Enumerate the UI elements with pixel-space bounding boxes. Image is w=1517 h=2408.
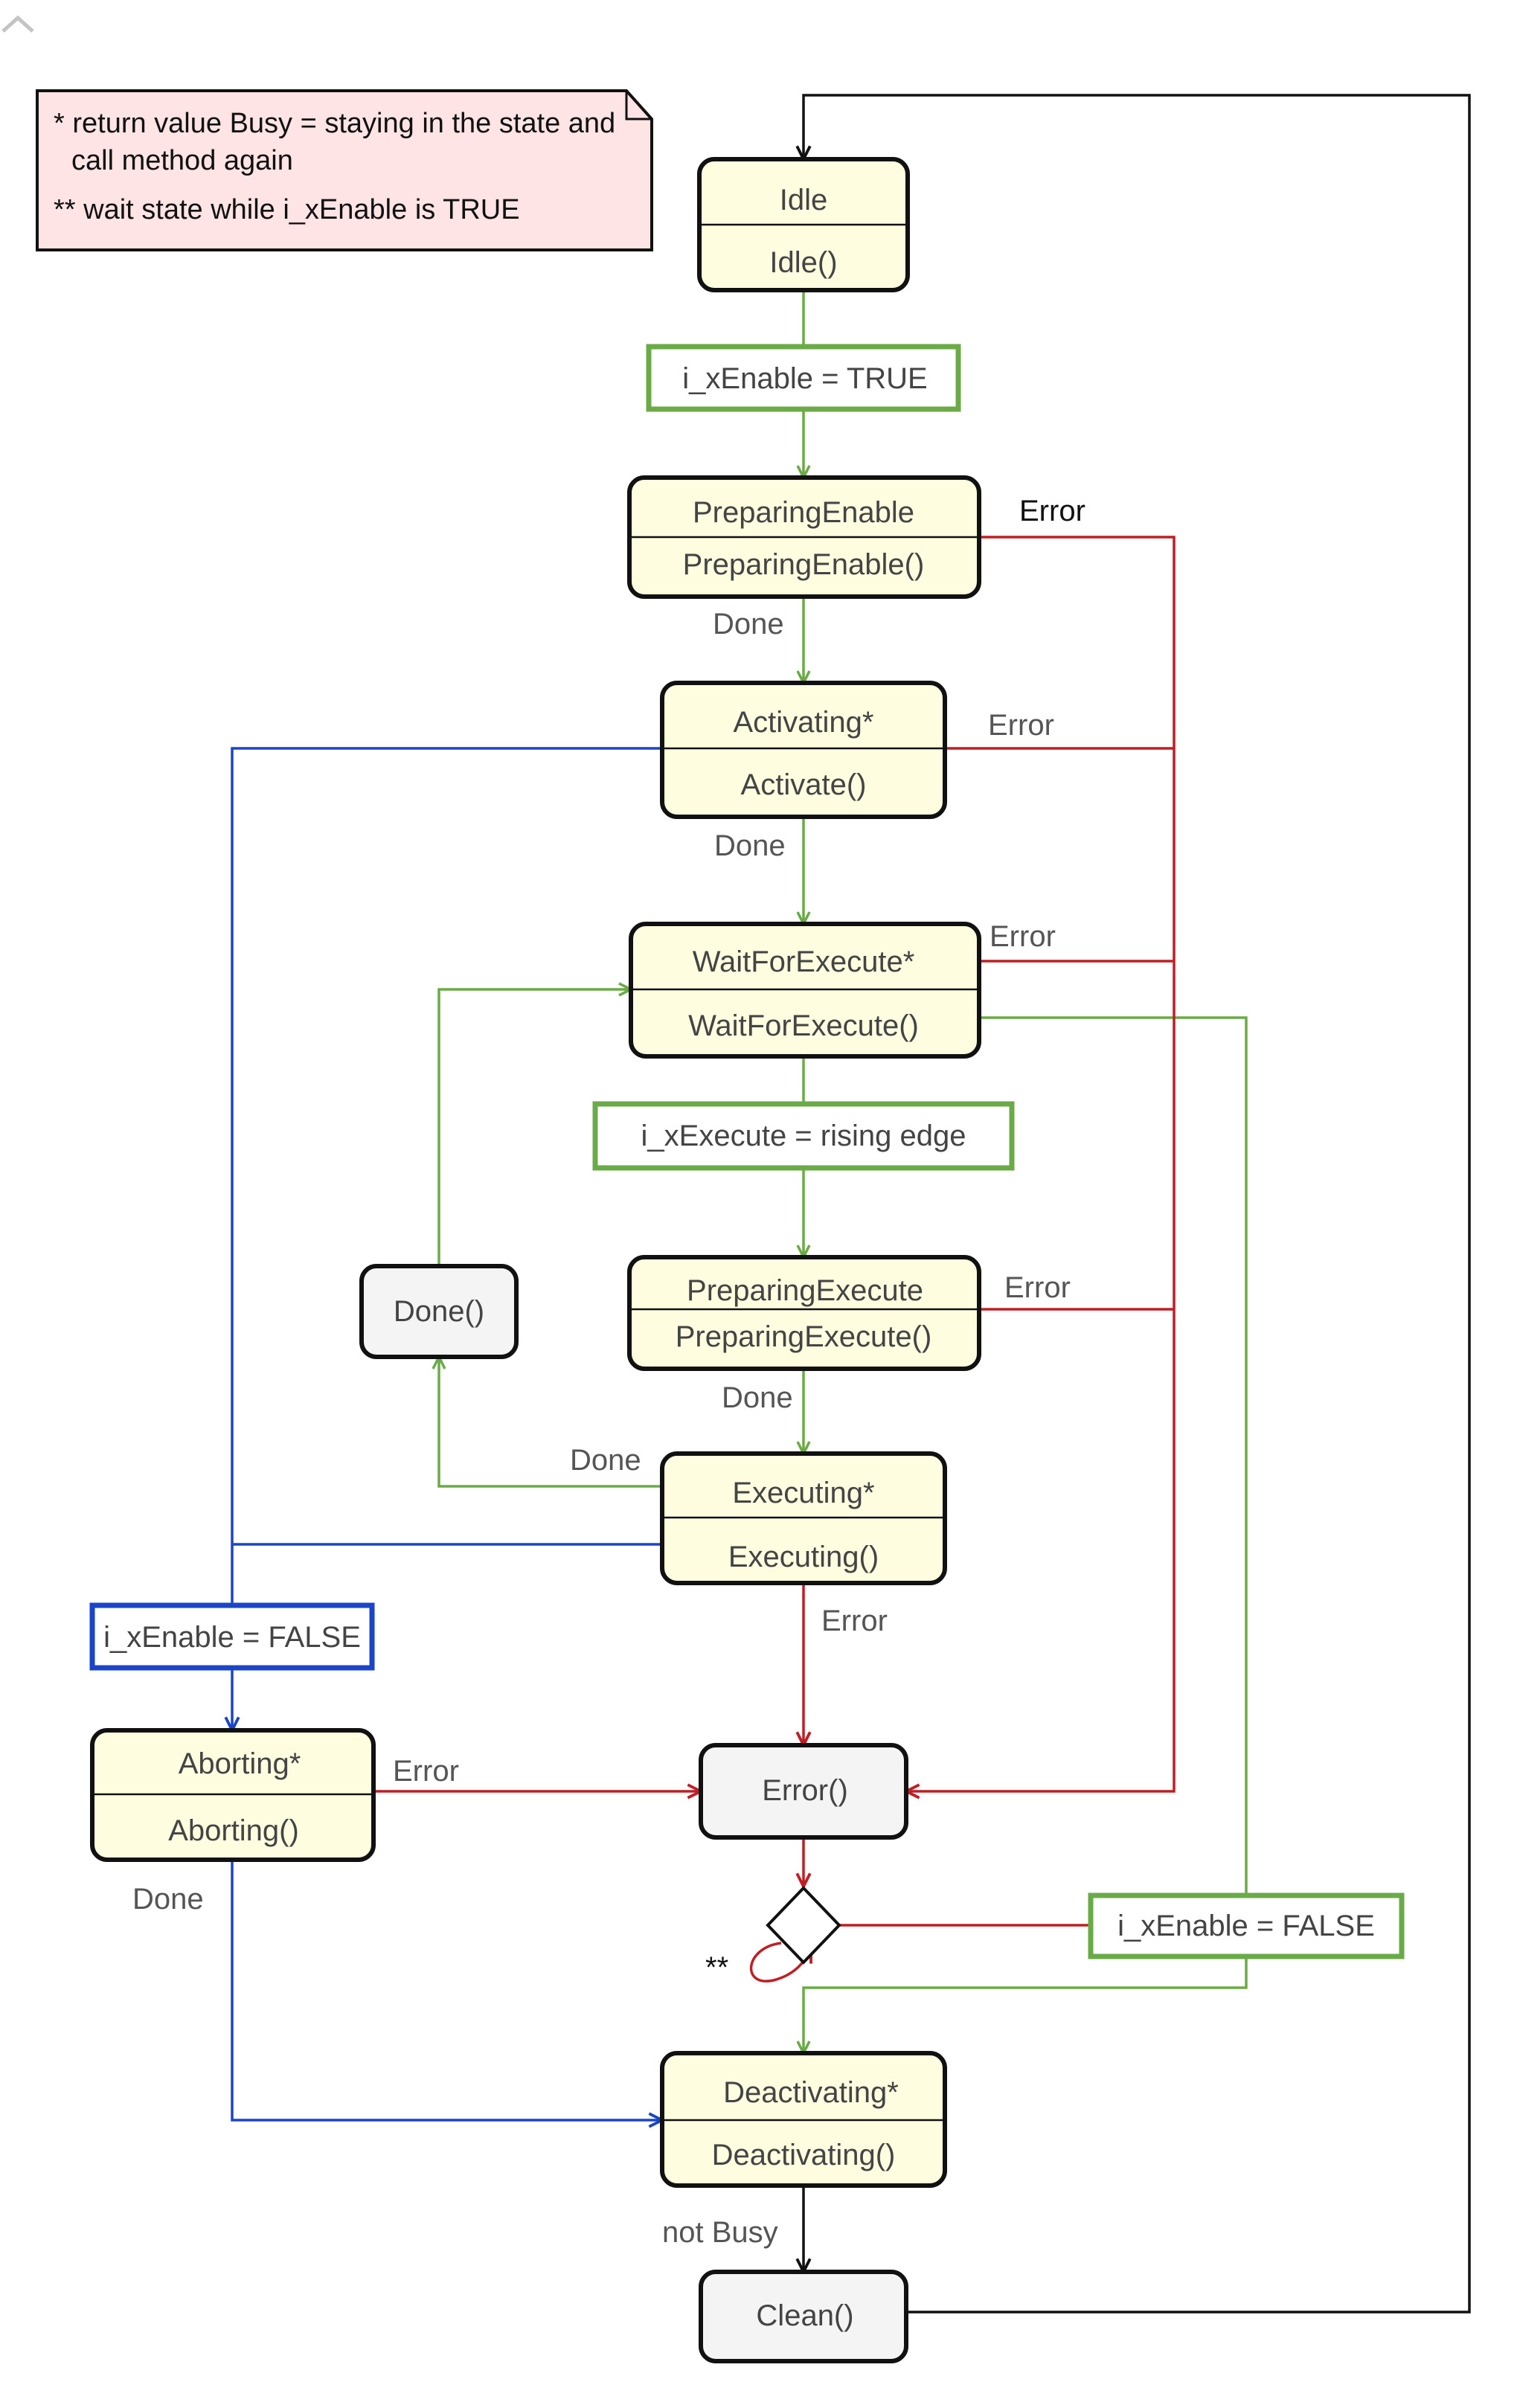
state-aborting-method: Aborting()	[168, 1814, 299, 1847]
legend-note: * return value Busy = staying in the sta…	[36, 89, 653, 251]
condition-enable-false-right: i_xEnable = FALSE	[1088, 1892, 1405, 1959]
state-clean-label: Clean()	[756, 2299, 853, 2332]
state-preparing-execute-method: PreparingExecute()	[676, 1320, 932, 1353]
decision-node	[766, 1886, 841, 1965]
chevron-up-icon[interactable]	[1, 15, 34, 33]
condition-execute-rising-label: i_xExecute = rising edge	[641, 1120, 966, 1152]
state-aborting-title: Aborting*	[179, 1747, 301, 1780]
state-activating-title: Activating*	[734, 706, 874, 739]
state-idle-method: Idle()	[769, 246, 837, 279]
label-done-activating: Done	[714, 829, 786, 862]
condition-enable-false-right-label: i_xEnable = FALSE	[1117, 1910, 1375, 1942]
condition-enable-true: i_xEnable = TRUE	[646, 344, 961, 412]
state-error[interactable]: Error()	[699, 1743, 908, 1840]
state-idle[interactable]: Idle Idle()	[697, 157, 910, 292]
state-preparing-enable-title: PreparingEnable	[693, 496, 914, 529]
state-preparing-execute-title: PreparingExecute	[687, 1274, 923, 1307]
label-not-busy: not Busy	[662, 2216, 778, 2249]
state-error-label: Error()	[762, 1774, 848, 1807]
edge-error-bus	[906, 536, 1176, 1791]
edge-activating-abort	[231, 747, 662, 1605]
label-error-preparing-execute: Error	[1004, 1271, 1071, 1304]
state-activating[interactable]: Activating* Activate()	[660, 681, 947, 819]
state-aborting[interactable]: Aborting* Aborting()	[90, 1728, 376, 1862]
condition-execute-rising: i_xExecute = rising edge	[592, 1101, 1015, 1171]
label-error-activating: Error	[988, 709, 1054, 742]
note-line-3: ** wait state while i_xEnable is TRUE	[54, 194, 520, 225]
state-done-label: Done()	[394, 1295, 484, 1328]
state-wait-for-execute-method: WaitForExecute()	[688, 1009, 919, 1042]
edge-wait-to-enable-false	[979, 1016, 1248, 1895]
state-executing-title: Executing*	[732, 1477, 874, 1509]
note-line-1: * return value Busy = staying in the sta…	[54, 108, 615, 139]
state-done[interactable]: Done()	[359, 1264, 519, 1359]
state-clean[interactable]: Clean()	[699, 2270, 908, 2363]
condition-enable-true-label: i_xEnable = TRUE	[682, 362, 927, 395]
edge-clean-to-idle	[804, 94, 1471, 2314]
state-preparing-enable-method: PreparingEnable()	[683, 548, 925, 581]
state-executing-method: Executing()	[728, 1541, 879, 1573]
state-wait-for-execute-title: WaitForExecute*	[693, 945, 915, 978]
state-preparing-execute[interactable]: PreparingExecute PreparingExecute()	[627, 1255, 981, 1371]
state-deactivating-title: Deactivating*	[723, 2076, 899, 2109]
state-deactivating-method: Deactivating()	[712, 2139, 896, 2171]
label-done-executing: Done	[570, 1444, 641, 1477]
label-error-executing: Error	[821, 1605, 888, 1637]
label-error-preparing-enable: Error	[1019, 495, 1085, 527]
note-line-2: call method again	[71, 145, 293, 176]
edge-enable-false-to-deactivating	[804, 1956, 1248, 2053]
state-preparing-enable[interactable]: PreparingEnable PreparingEnable()	[627, 475, 981, 599]
edge-done-to-wait-for-execute	[437, 989, 631, 1266]
edge-executing-to-done	[439, 1357, 662, 1488]
state-executing[interactable]: Executing* Executing()	[660, 1451, 947, 1585]
state-idle-title: Idle	[780, 184, 828, 216]
state-wait-for-execute[interactable]: WaitForExecute* WaitForExecute()	[629, 922, 981, 1059]
label-error-aborting: Error	[393, 1755, 459, 1788]
label-done-aborting: Done	[132, 1883, 204, 1916]
state-activating-method: Activate()	[741, 768, 867, 801]
label-done-preparing-enable: Done	[713, 608, 784, 640]
label-done-preparing-execute: Done	[722, 1381, 793, 1414]
condition-enable-false-left-label: i_xEnable = FALSE	[103, 1621, 361, 1654]
condition-enable-false-left: i_xEnable = FALSE	[89, 1602, 375, 1671]
state-deactivating[interactable]: Deactivating* Deactivating()	[660, 2051, 947, 2188]
label-error-wait-for-execute: Error	[990, 920, 1056, 953]
edge-aborting-to-deactivating	[231, 1860, 662, 2120]
label-wait-marker: **	[705, 1951, 728, 1984]
